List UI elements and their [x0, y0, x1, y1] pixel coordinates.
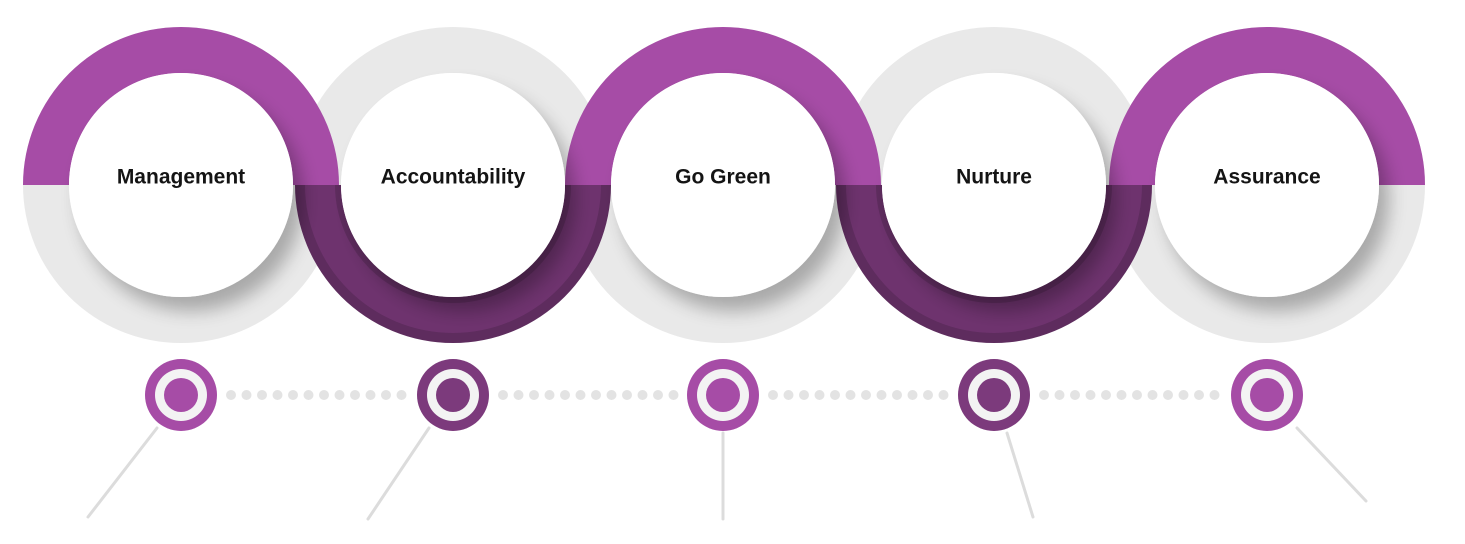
timeline-dot [272, 390, 283, 400]
step-circles: Management Accountability Go Green Nurture A… [69, 73, 1379, 297]
marker-center [977, 378, 1011, 412]
timeline-markers [145, 359, 1303, 431]
timeline-dot [938, 390, 949, 400]
step-circle [882, 73, 1106, 297]
timeline-dot [783, 390, 794, 400]
timeline-dot [1132, 390, 1142, 400]
timeline-dot [560, 390, 570, 400]
timeline-dot [544, 390, 555, 400]
timeline-dot [591, 390, 601, 400]
timeline-dot [653, 390, 663, 400]
timeline-dot [498, 390, 508, 400]
timeline-dot [907, 390, 918, 400]
timeline-marker-2 [417, 359, 489, 431]
step-circle [1155, 73, 1379, 297]
timeline-dot [365, 390, 376, 400]
timeline-dot [830, 390, 840, 400]
marker-center [164, 378, 198, 412]
step-label: Nurture [956, 166, 1032, 189]
connector-lines [86, 426, 1368, 521]
timeline-dot [1194, 390, 1204, 400]
timeline-dot [513, 390, 524, 400]
timeline-dot [1178, 390, 1189, 400]
connector-line-2 [366, 426, 431, 521]
step-circle [611, 73, 835, 297]
connector-line-5 [1295, 426, 1368, 503]
timeline-dot [529, 390, 539, 400]
ring-arc-band-4 [846, 185, 1142, 333]
timeline-dot [241, 390, 252, 400]
marker-center [1250, 378, 1284, 412]
step-label: Assurance [1213, 166, 1320, 189]
timeline-dot [876, 390, 887, 400]
timeline-dot [799, 390, 809, 400]
timeline-dot [1054, 390, 1065, 400]
timeline-dot [1209, 390, 1220, 400]
step-label: Go Green [675, 166, 771, 189]
timeline-dot [606, 390, 617, 400]
timeline-dot [668, 390, 679, 400]
connector-line-1 [86, 426, 159, 519]
connector-line-4 [1005, 431, 1035, 519]
timeline-marker-4 [958, 359, 1030, 431]
timeline-dot [861, 390, 871, 400]
timeline-dot [350, 390, 360, 400]
timeline-marker-1 [145, 359, 217, 431]
step-1: Management [69, 73, 293, 297]
step-4: Nurture [882, 73, 1106, 297]
timeline-dot [845, 390, 856, 400]
timeline-dot [814, 390, 825, 400]
step-circle [341, 73, 565, 297]
timeline-marker-5 [1231, 359, 1303, 431]
timeline-marker-3 [687, 359, 759, 431]
timeline-dot [396, 390, 407, 400]
timeline-dots [226, 390, 1220, 400]
step-label: Management [117, 166, 245, 189]
timeline-dot [1039, 390, 1049, 400]
ring-arc-top-5 [1109, 27, 1425, 185]
timeline-dot [575, 390, 586, 400]
timeline-dot [257, 390, 267, 400]
timeline-dot [334, 390, 345, 400]
step-label: Accountability [381, 166, 526, 189]
ring-arc-top-3 [565, 27, 881, 185]
timeline-dot [1101, 390, 1111, 400]
timeline-dot [226, 390, 236, 400]
marker-center [706, 378, 740, 412]
timeline-dot [381, 390, 391, 400]
step-5: Assurance [1155, 73, 1379, 297]
timeline-dot [637, 390, 648, 400]
timeline-dot [1085, 390, 1096, 400]
step-circle [69, 73, 293, 297]
timeline-dot [1070, 390, 1080, 400]
timeline-dot [319, 390, 329, 400]
ring-arc-band-2 [305, 185, 601, 333]
timeline-dot [768, 390, 778, 400]
timeline-dot [1116, 390, 1127, 400]
marker-center [436, 378, 470, 412]
step-2: Accountability [341, 73, 565, 297]
timeline-dot [892, 390, 902, 400]
timeline-dot [303, 390, 314, 400]
timeline-dot [1163, 390, 1173, 400]
timeline-dot [288, 390, 298, 400]
timeline-dot [622, 390, 632, 400]
ring-layer [23, 27, 1425, 343]
step-3: Go Green [611, 73, 835, 297]
timeline-dot [1147, 390, 1158, 400]
timeline-dot [923, 390, 933, 400]
ring-arc-top-1 [23, 27, 339, 185]
